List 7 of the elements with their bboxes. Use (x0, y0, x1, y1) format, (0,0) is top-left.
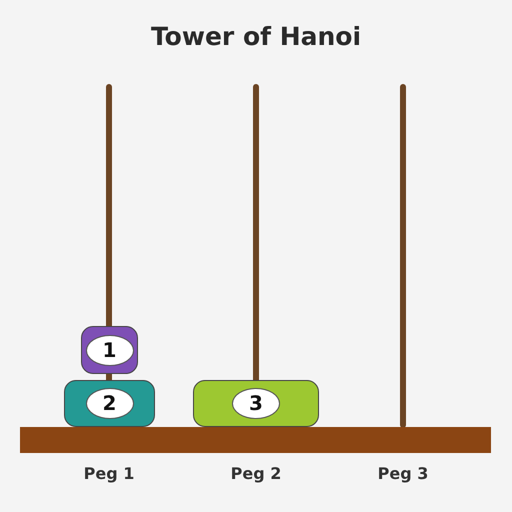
peg-label: Peg 3 (376, 464, 430, 483)
disc-number: 1 (86, 334, 134, 366)
peg-label: Peg 2 (230, 464, 282, 483)
disc-number: 2 (86, 388, 134, 419)
peg-label: Peg 1 (82, 464, 136, 483)
disc-number: 3 (232, 388, 280, 419)
title: Tower of Hanoi (150, 22, 362, 51)
